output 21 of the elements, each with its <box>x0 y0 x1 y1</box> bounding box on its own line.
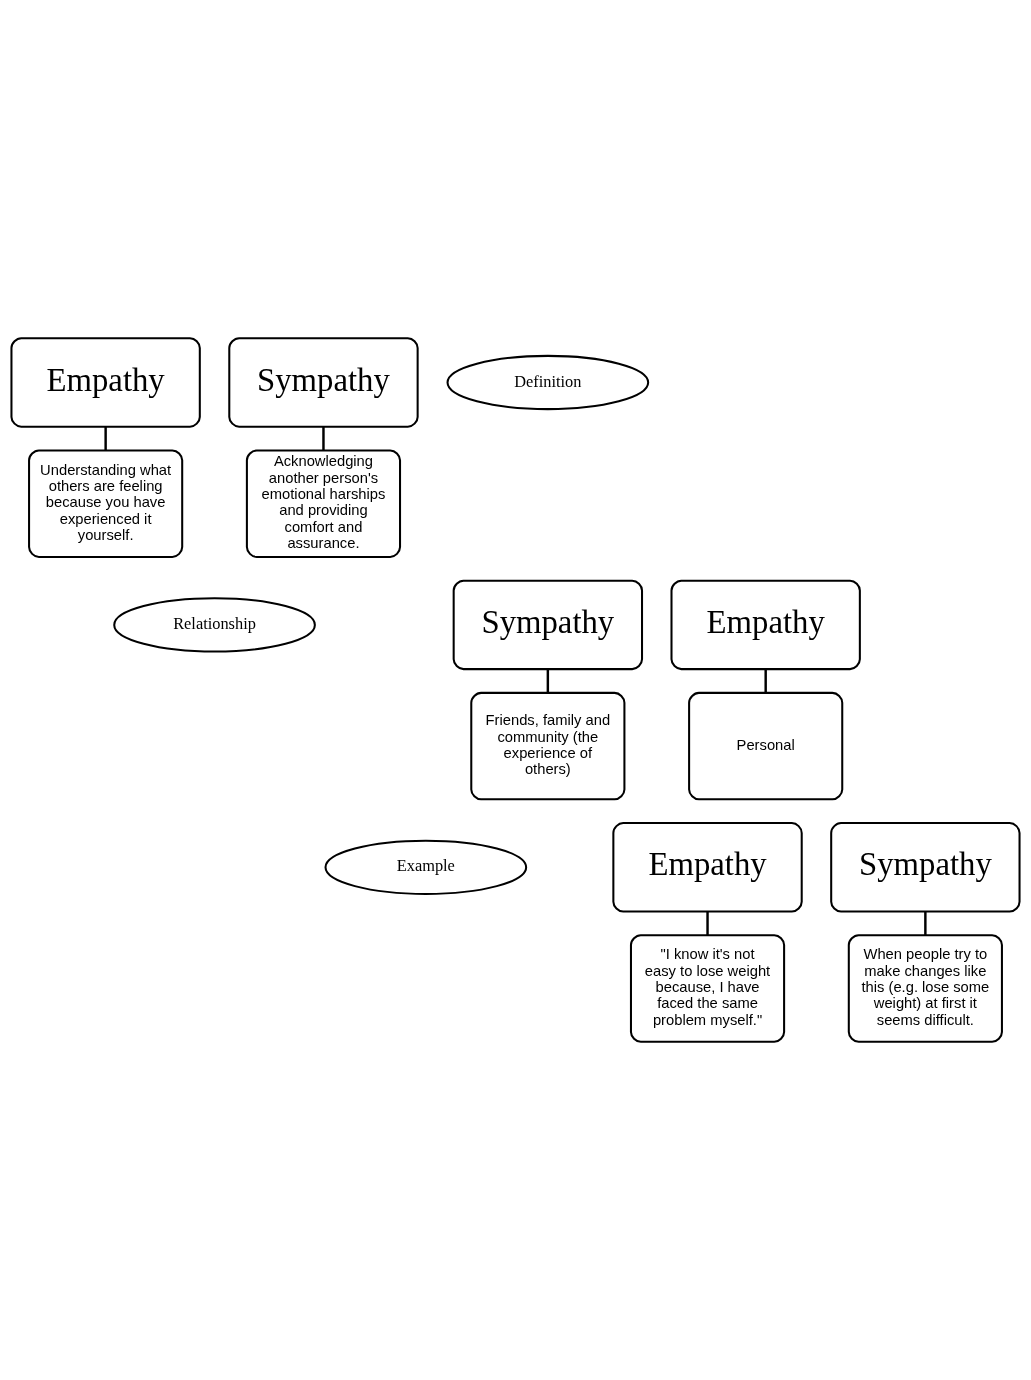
connector <box>706 911 709 936</box>
node-box: Empathy <box>670 579 861 671</box>
node-box: Empathy <box>10 337 201 428</box>
node-ellipse: Example <box>324 839 528 895</box>
connector <box>764 669 767 693</box>
node-box: Sympathy <box>452 579 644 671</box>
node-ellipse: Relationship <box>113 597 316 653</box>
node-ellipse: Definition <box>446 354 650 411</box>
node-box: Sympathy <box>830 822 1021 913</box>
node-box: When people try to make changes like this (e.g. lose some weight) at first it seems difficult. <box>847 934 1003 1043</box>
connector <box>546 669 550 693</box>
connector <box>322 426 325 451</box>
node-box: Friends, family and community (the experience of others) <box>470 691 626 801</box>
node-box: Acknowledging another person's emotional harships and providing comfort and assurance. <box>245 449 402 558</box>
node-box: "I know it's not easy to lose weight because, I have faced the same problem myself." <box>629 934 786 1043</box>
node-box: Sympathy <box>228 337 419 428</box>
node-box: Personal <box>688 691 844 801</box>
connector <box>924 911 927 936</box>
node-box: Empathy <box>612 822 803 913</box>
connector <box>104 426 107 451</box>
node-box: Understanding what others are feeling because you have experienced it yourself. <box>28 449 184 558</box>
